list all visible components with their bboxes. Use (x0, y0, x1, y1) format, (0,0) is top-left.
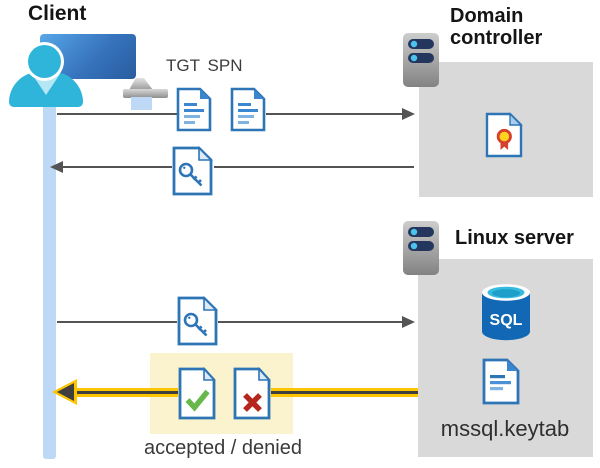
flow4-arrow-left-segment (74, 388, 178, 397)
accepted-document-icon (178, 367, 216, 420)
flow1-arrowhead (402, 108, 415, 120)
result-label: accepted / denied (144, 437, 302, 459)
flow2-arrow-right-segment (214, 166, 414, 168)
tgt-document-icon (176, 87, 212, 132)
denied-document-icon (233, 367, 271, 420)
certificate-document-icon (485, 112, 523, 158)
spn-label: SPN (207, 56, 243, 75)
linux-server-label: Linux server (455, 227, 574, 249)
spn-document-icon (230, 87, 266, 132)
flow4-arrowhead (57, 383, 74, 401)
flow1-arrow-right-segment (266, 113, 403, 115)
monitor-stand-base (123, 89, 168, 98)
domain-controller-label: Domain controller (450, 5, 543, 49)
client-timeline (43, 96, 56, 459)
flow3-arrow-right-segment (218, 321, 403, 323)
client-label: Client (28, 2, 87, 25)
flow3-arrow-left-segment (57, 321, 177, 323)
flow4-arrow-right-segment (271, 388, 418, 397)
flow2-arrow-left-segment (62, 166, 172, 168)
flow3-arrowhead (402, 316, 415, 328)
monitor-stand-shadow (131, 97, 152, 110)
person-head (28, 45, 61, 78)
sql-database-icon: SQL (482, 284, 530, 341)
keytab-document-icon (482, 358, 520, 405)
linux-server-icon (403, 221, 439, 275)
key-document-icon (177, 296, 218, 346)
tgt-label: TGT (166, 56, 200, 75)
sql-badge-text: SQL (490, 312, 523, 329)
flow1-arrow-left-segment (57, 113, 178, 115)
key-document-icon (172, 146, 213, 196)
keytab-label: mssql.keytab (440, 416, 570, 441)
domain-controller-server-icon (403, 33, 439, 87)
flow2-arrowhead (50, 161, 63, 173)
person-collar (32, 74, 60, 95)
